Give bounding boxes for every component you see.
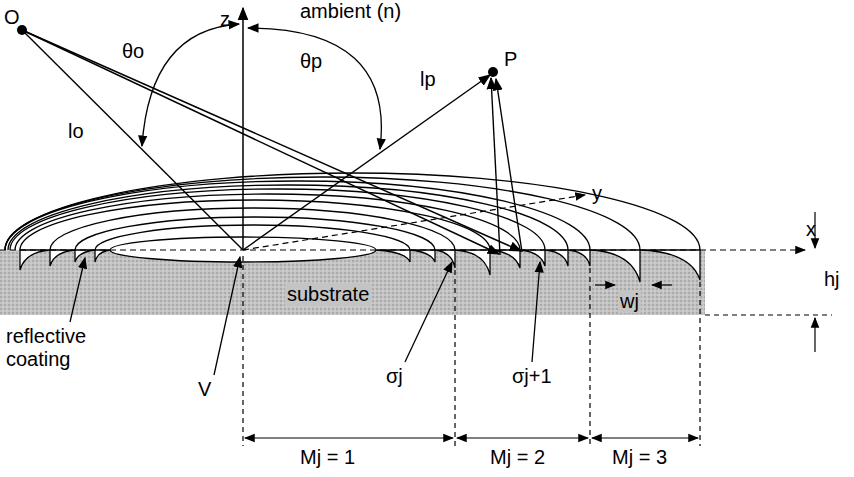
dimension-label: hj — [824, 268, 840, 291]
axis-label: z — [220, 8, 230, 31]
point-label: O — [4, 6, 20, 29]
point-label: P — [504, 48, 517, 71]
blazed-profile — [20, 250, 700, 282]
zone-label: Mj = 1 — [300, 446, 355, 469]
substrate-block — [0, 250, 705, 315]
material-label: reflective coating — [6, 325, 106, 371]
medium-label: ambient (n) — [300, 0, 401, 23]
axis-label: x — [806, 218, 816, 241]
length-label: lo — [68, 120, 84, 143]
edge-label: σj+1 — [512, 365, 552, 388]
point-label: V — [198, 378, 211, 401]
x-axis — [0, 249, 805, 250]
edge-label: σj — [386, 365, 403, 388]
leader-lines — [70, 257, 540, 375]
rays — [22, 30, 522, 255]
dimension-label: wj — [618, 290, 641, 313]
angle-arc — [142, 24, 239, 146]
axis-label: y — [592, 182, 602, 205]
angle-arc — [248, 28, 381, 149]
dimension-lines — [243, 212, 832, 446]
zone-label: Mj = 2 — [490, 446, 545, 469]
zone-label: Mj = 3 — [612, 446, 667, 469]
z-axis — [242, 8, 244, 250]
length-label: lp — [420, 68, 436, 91]
material-label: substrate — [285, 283, 371, 306]
angle-label: θo — [122, 40, 144, 63]
observation-point — [488, 67, 498, 77]
angle-label: θp — [300, 50, 322, 73]
